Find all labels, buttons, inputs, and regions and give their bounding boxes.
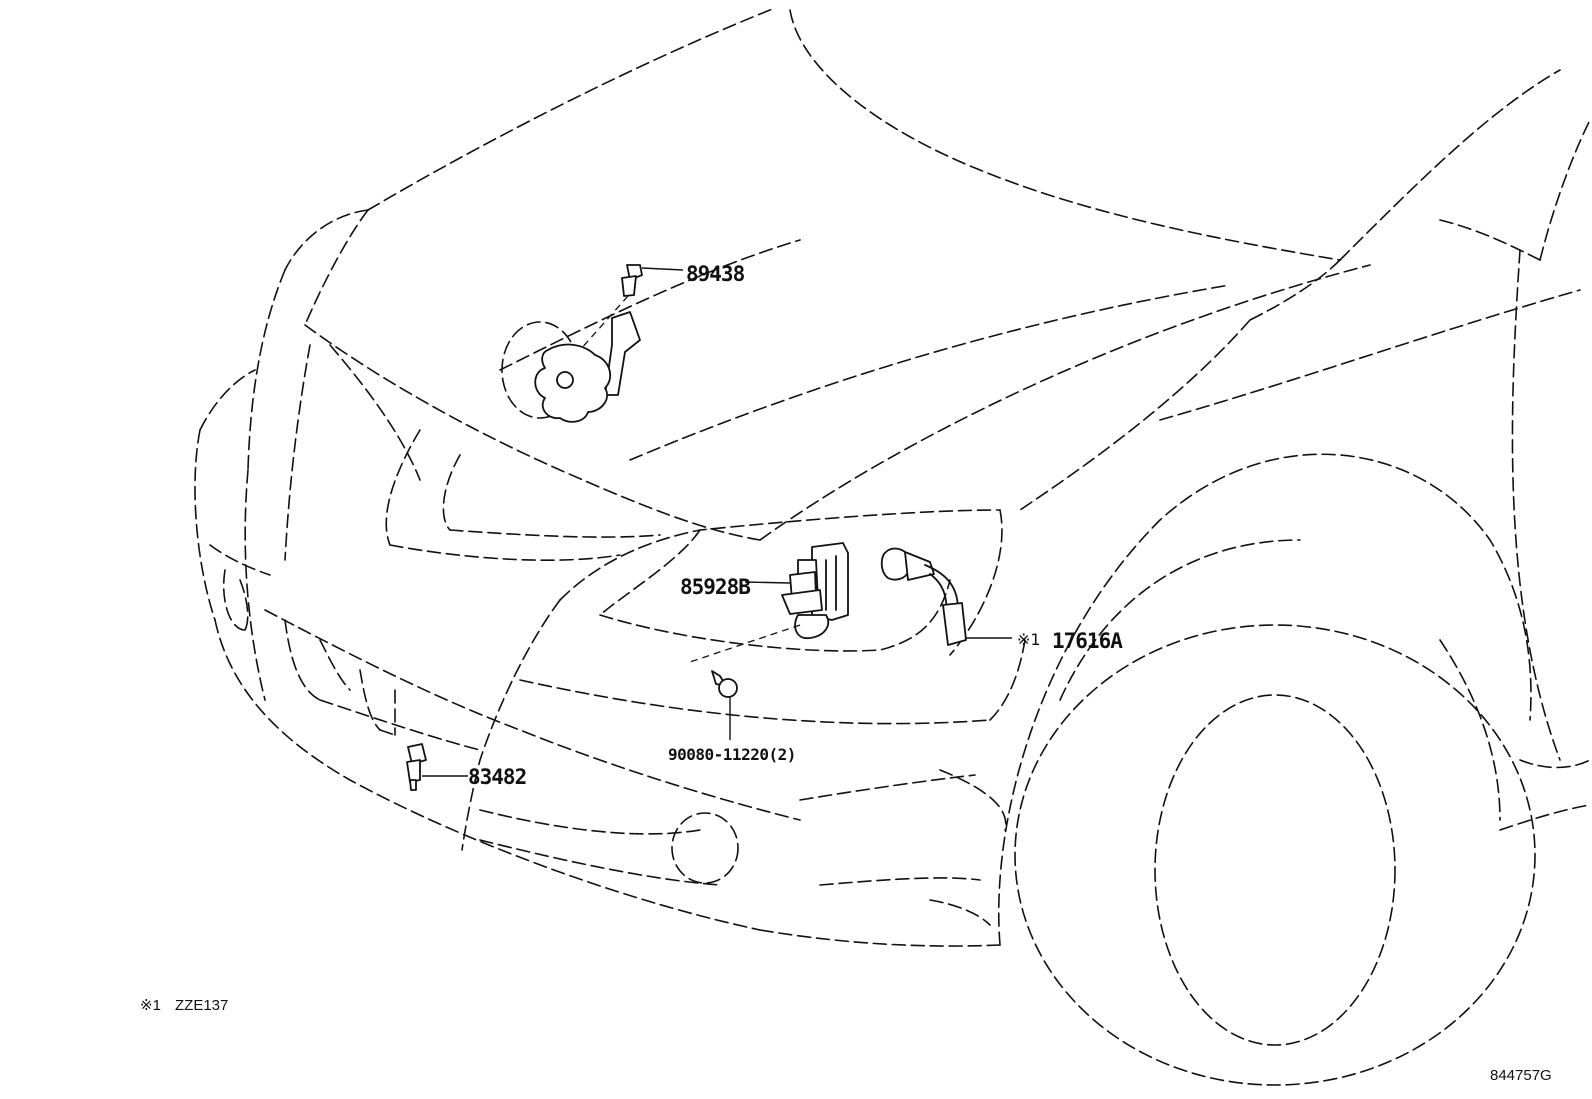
footnote-mark: ※1: [140, 997, 161, 1014]
callout-85928b: 85928B: [680, 575, 750, 599]
hood-courtesy-switch: [501, 264, 684, 423]
callout-83482: 83482: [468, 765, 526, 789]
sensor-switch: [406, 743, 468, 791]
callout-89438: 89438: [686, 262, 745, 286]
mounting-screw: [711, 670, 738, 740]
footnote-text: ZZE137: [175, 997, 228, 1014]
callout-90080-11220: 90080-11220(2): [668, 745, 796, 764]
vehicle-outline: [194, 7, 1591, 1086]
callout-17616a-mark: ※1: [1017, 630, 1041, 649]
callout-17616a: 17616A: [1052, 629, 1123, 653]
illustration-id: 844757G: [1490, 1067, 1552, 1084]
leveling-actuator: [689, 542, 849, 663]
headlamp-wire: [880, 547, 1012, 646]
